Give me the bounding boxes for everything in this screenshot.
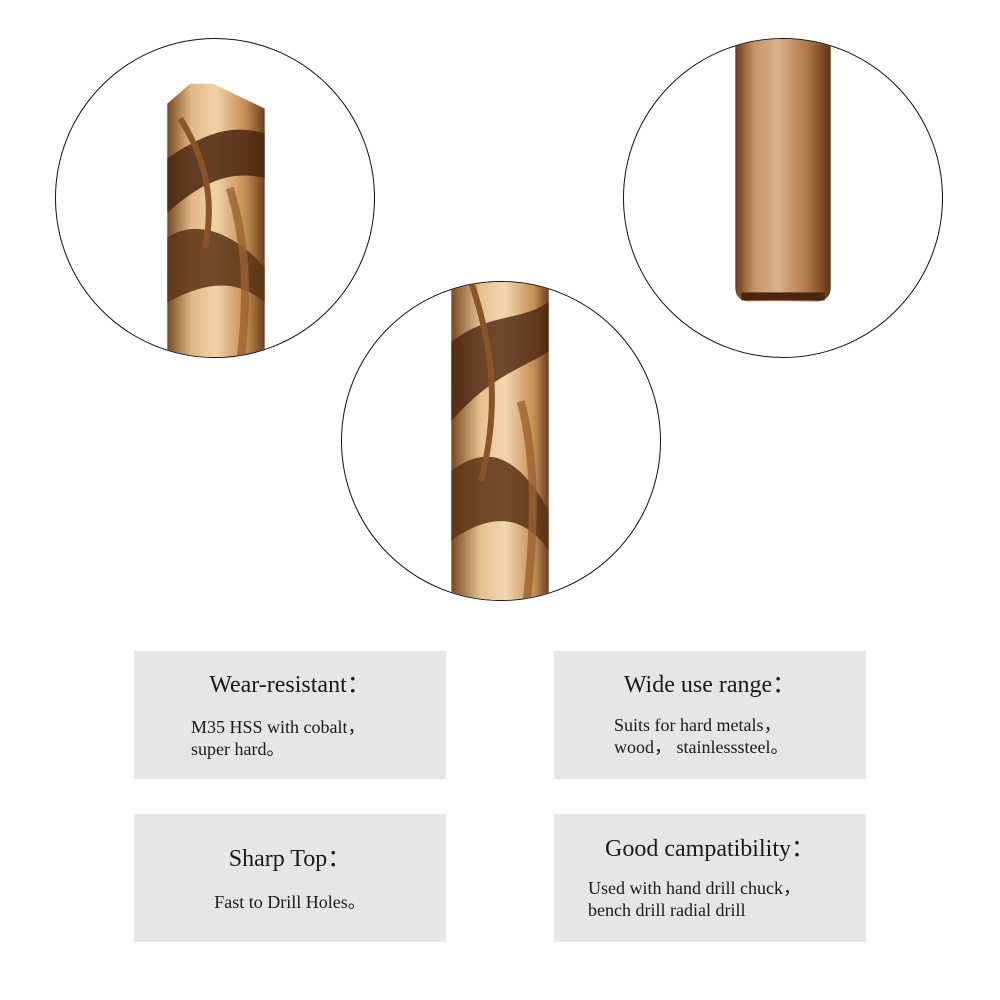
feature-line: wood， stainlesssteel。: [614, 737, 789, 757]
drill-flute-closeup: [341, 281, 661, 601]
drill-tip-closeup: [55, 38, 375, 358]
feature-card-good-compatibility: Good campatibility： Used with hand drill…: [554, 814, 866, 942]
feature-card-wear-resistant: Wear-resistant： M35 HSS with cobalt， sup…: [134, 651, 446, 779]
drill-shank-closeup: [623, 38, 943, 358]
feature-line: bench drill radial drill: [588, 900, 746, 920]
feature-title: Sharp Top：: [228, 846, 352, 872]
feature-description: Fast to Drill Holes。: [134, 891, 446, 913]
feature-line: Used with hand drill chuck，: [588, 878, 801, 898]
feature-line: Fast to Drill Holes。: [214, 892, 366, 912]
feature-line: super hard。: [191, 739, 285, 759]
feature-description: Suits for hard metals， wood， stainlessst…: [614, 714, 788, 758]
drill-bit-tip-icon: [167, 83, 265, 357]
feature-title: Wide use range：: [623, 672, 797, 698]
feature-card-wide-use-range: Wide use range： Suits for hard metals， w…: [554, 651, 866, 779]
drill-bit-shank-icon: [735, 39, 831, 302]
feature-title: Wear-resistant：: [209, 672, 371, 698]
feature-line: Suits for hard metals，: [614, 715, 782, 735]
feature-description: M35 HSS with cobalt， super hard。: [191, 716, 366, 760]
drill-bit-flute-icon: [451, 282, 549, 600]
feature-description: Used with hand drill chuck， bench drill …: [588, 877, 801, 921]
feature-card-sharp-top: Sharp Top： Fast to Drill Holes。: [134, 814, 446, 942]
feature-line: M35 HSS with cobalt，: [191, 717, 366, 737]
feature-title: Good campatibility：: [605, 836, 815, 862]
